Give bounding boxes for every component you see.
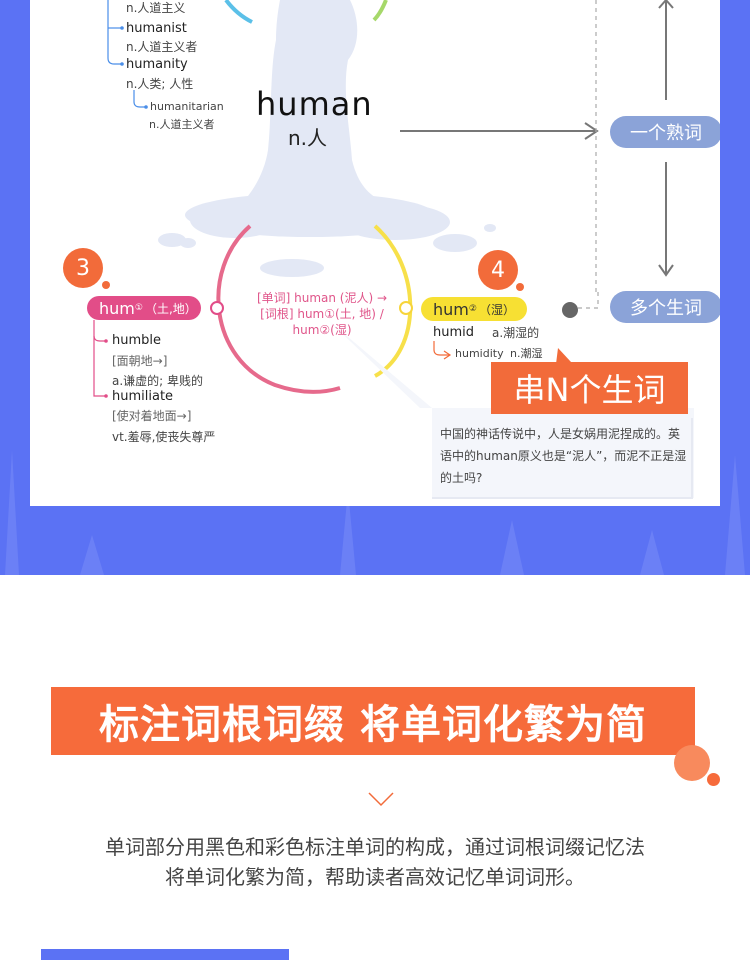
word-humanist: humanist — [126, 21, 187, 36]
word-humidity: humidity — [455, 347, 504, 360]
word-humble-analysis: [面朝地→] — [112, 354, 168, 368]
root-tag-hum-earth-text: hum — [99, 298, 135, 318]
diagram-graphics — [93, 0, 694, 499]
section-description-line-1: 单词部分用黑色和彩色标注单词的构成，通过词根词缀记忆法 — [105, 835, 645, 859]
section-description: 单词部分用黑色和彩色标注单词的构成，通过词根词缀记忆法 将单词化繁为简，帮助读者… — [40, 832, 710, 892]
root-tag-hum-wet-sup: ② — [468, 304, 477, 314]
root-word-meaning: n.人 — [288, 126, 328, 150]
word-humidity-meaning: n.潮湿 — [510, 347, 543, 360]
word-humiliate-meaning: vt.羞辱,使丧失尊严 — [112, 430, 216, 444]
word-humanity: humanity — [126, 57, 188, 72]
center-line-2: [词根] hum①(土, 地) / — [260, 307, 384, 321]
headline-decoration-circle — [674, 745, 710, 781]
center-line-1: [单词] human (泥人) → — [256, 291, 388, 305]
word-diagram-card: n.人道主义 humanist n.人道主义者 humanity n.人类; 人… — [30, 0, 720, 506]
step-number-4: 4 — [478, 250, 518, 290]
headline-decoration-dot — [707, 773, 720, 786]
chain-words-badge: 串N个生词 — [491, 362, 688, 414]
myth-note: 中国的神话传说中，人是女娲用泥捏成的。英语中的human原义也是“泥人”，而泥不… — [440, 427, 687, 485]
known-word-pill: 一个熟词 — [610, 116, 720, 148]
hero-spike-decoration — [5, 450, 745, 575]
root-tag-hum-wet-text: hum — [433, 299, 469, 319]
word-meaning-1: n.人道主义 — [126, 1, 186, 15]
word-meaning-humanity: n.人类; 人性 — [126, 77, 194, 91]
root-tag-hum-earth-gloss: （土,地） — [144, 301, 197, 316]
word-humiliate-analysis: [使对着地面→] — [112, 409, 192, 423]
next-section-bar — [41, 949, 289, 960]
chevron-down-icon — [368, 792, 394, 807]
step-number-3: 3 — [63, 248, 103, 288]
root-tag-hum-wet-gloss: （湿） — [478, 302, 515, 317]
word-meaning-humanist: n.人道主义者 — [126, 40, 198, 54]
root-word-human: human — [256, 85, 373, 123]
word-humid-meaning: a.潮湿的 — [492, 326, 540, 340]
section-description-line-2: 将单词化繁为简，帮助读者高效记忆单词词形。 — [165, 865, 585, 889]
clay-figure-illustration — [158, 0, 496, 277]
step-4-dot — [516, 283, 524, 291]
word-humble: humble — [112, 333, 162, 348]
word-humanitarian: humanitarian — [150, 100, 224, 113]
word-humiliate: humiliate — [112, 389, 174, 404]
word-meaning-humanitarian: n.人道主义者 — [149, 118, 215, 131]
root-tag-hum-earth-sup: ① — [134, 303, 143, 313]
section-headline: 标注词根词缀 将单词化繁为简 — [51, 687, 695, 755]
new-words-pill: 多个生词 — [610, 291, 720, 323]
step-3-dot — [102, 281, 110, 289]
center-explanation: [单词] human (泥人) → [词根] hum①(土, 地) / hum②… — [242, 290, 402, 338]
word-humid: humid — [433, 325, 475, 340]
center-line-3: hum②(湿) — [292, 323, 352, 337]
word-humble-meaning: a.谦虚的; 卑贱的 — [112, 374, 204, 388]
